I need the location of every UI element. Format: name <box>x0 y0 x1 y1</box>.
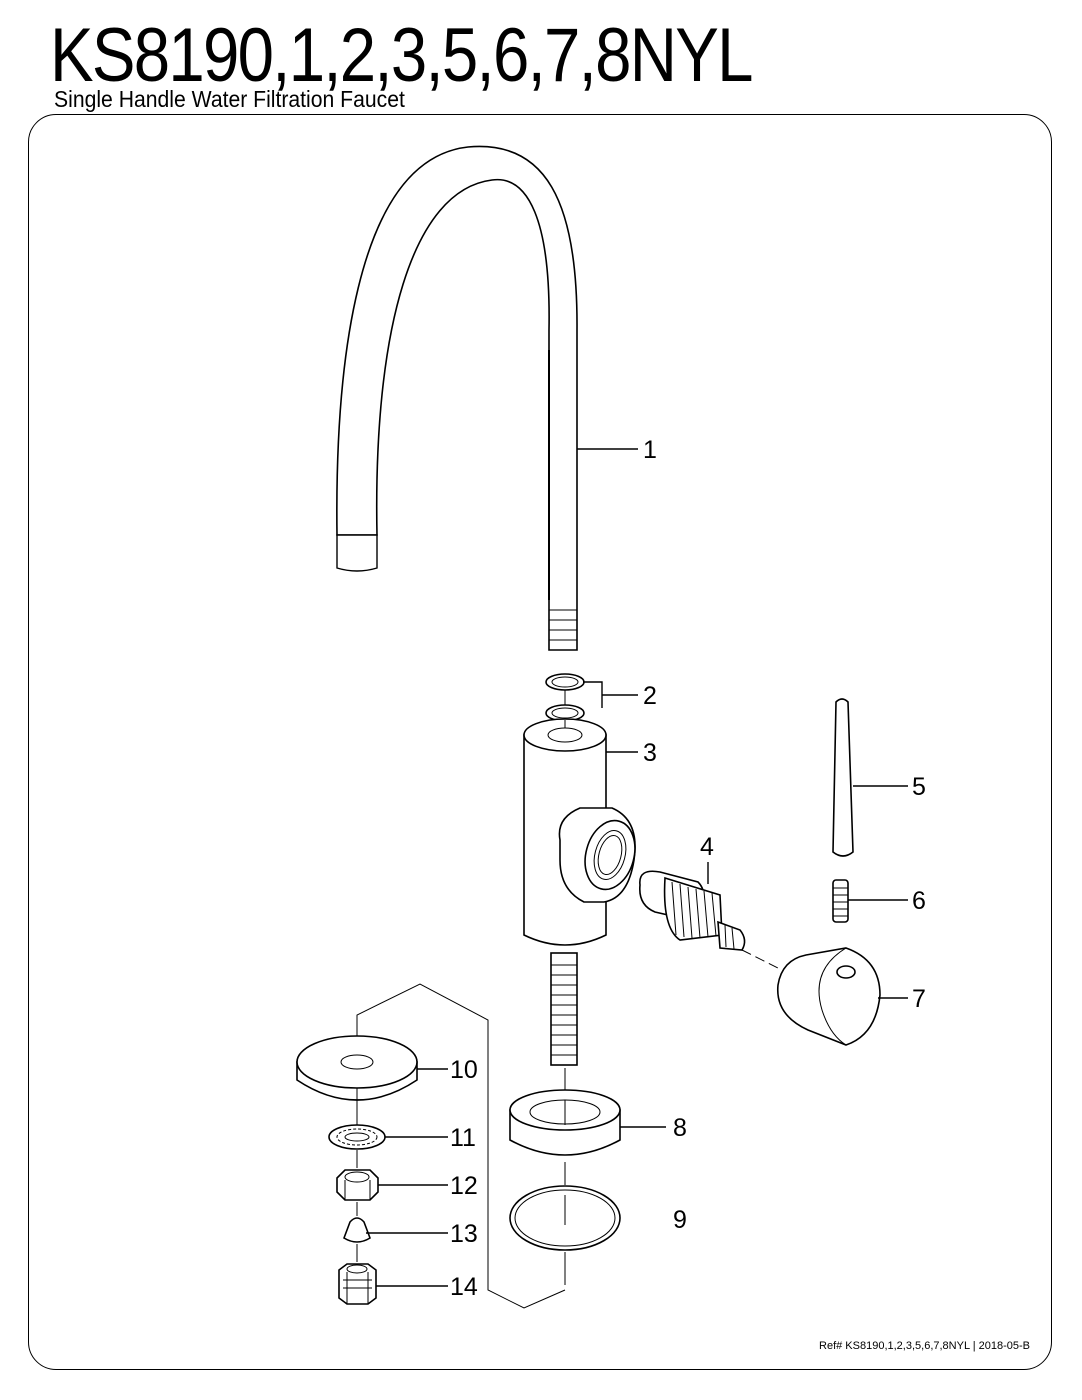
callout-9: 9 <box>673 1206 687 1234</box>
callout-1: 1 <box>643 436 657 464</box>
cartridge <box>638 870 746 951</box>
faucet-body <box>523 718 636 946</box>
callout-11: 11 <box>450 1124 476 1152</box>
o-rings <box>545 673 585 722</box>
callout-12: 12 <box>450 1172 478 1200</box>
callout-numbers: 1 2 3 4 5 6 7 8 9 10 11 12 13 14 <box>450 436 926 1301</box>
diagram-frame <box>28 114 1052 1370</box>
ferrule <box>343 1217 371 1243</box>
callout-7: 7 <box>912 985 926 1013</box>
leader-lines <box>366 448 908 1287</box>
page-subtitle: Single Handle Water Filtration Faucet <box>54 86 405 112</box>
callout-10: 10 <box>450 1056 478 1084</box>
compression-nut <box>338 1263 377 1305</box>
callout-14: 14 <box>450 1273 478 1301</box>
callout-3: 3 <box>643 739 657 767</box>
reference-footer: Ref# KS8190,1,2,3,5,6,7,8NYL | 2018-05-B <box>819 1340 1030 1352</box>
threaded-shank <box>550 952 578 1066</box>
set-screw <box>832 879 849 923</box>
handle-lever <box>832 698 854 857</box>
mounting-nut <box>336 1169 379 1201</box>
callout-13: 13 <box>450 1220 478 1248</box>
mounting-washer <box>296 1035 418 1101</box>
callout-8: 8 <box>673 1114 687 1142</box>
handle-knob <box>777 947 881 1046</box>
callout-2: 2 <box>643 682 657 710</box>
page-title: KS8190,1,2,3,5,6,7,8NYL <box>50 13 753 98</box>
callout-4: 4 <box>700 833 714 861</box>
callout-6: 6 <box>912 887 926 915</box>
callout-5: 5 <box>912 773 926 801</box>
lock-washer <box>328 1124 386 1150</box>
spout <box>336 145 578 651</box>
assembly-axis-lines <box>356 690 783 1309</box>
